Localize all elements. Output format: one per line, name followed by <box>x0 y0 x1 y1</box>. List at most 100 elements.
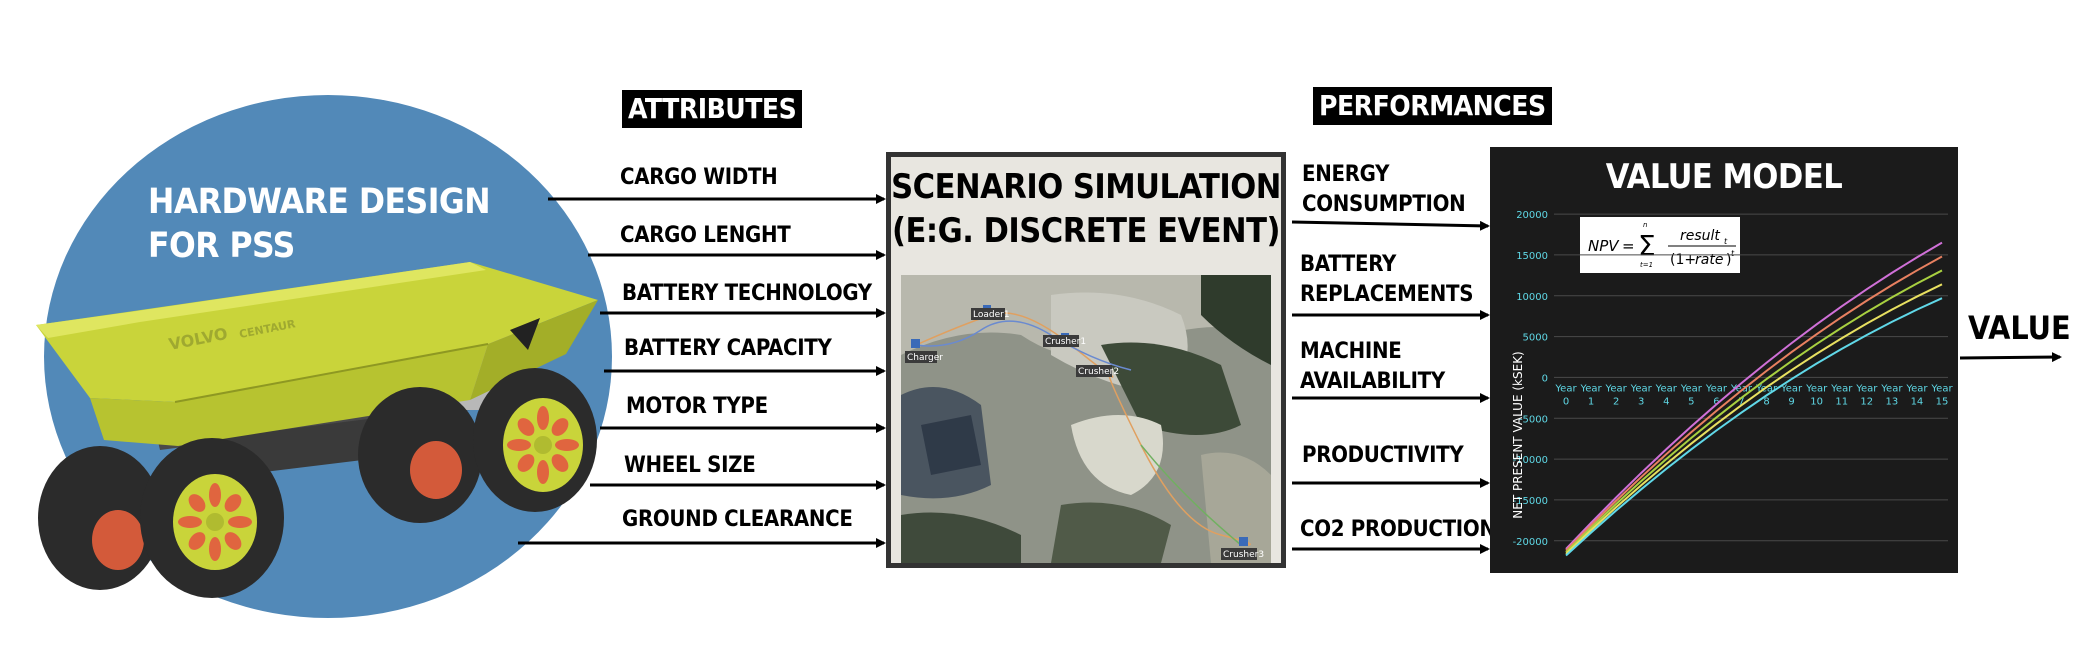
attribute-label-battery-capacity: BATTERY CAPACITY <box>624 336 832 361</box>
simulation-title-line1: SCENARIO SIMULATION <box>891 167 1281 207</box>
svg-text:n: n <box>1643 221 1647 229</box>
chart-x-tick-label: 2 <box>1613 396 1619 407</box>
value-model-panel: VALUE MODEL NPV = Σ n t=1 result t (1+ r… <box>1490 147 1958 573</box>
chart-x-tick-prefix: Year <box>1705 383 1728 394</box>
map-label-crusher1: Crusher1 <box>1045 337 1086 347</box>
chart-series-line-3 <box>1565 269 1943 553</box>
chart-x-tick-prefix: Year <box>1554 383 1577 394</box>
map-label-crusher3: Crusher3 <box>1223 550 1264 560</box>
chart-x-tick-prefix: Year <box>1579 383 1602 394</box>
simulation-title-line2: (E:G. DISCRETE EVENT) <box>891 211 1281 251</box>
performance-battery-line2: REPLACEMENTS <box>1300 282 1474 307</box>
chart-x-tick-prefix: Year <box>1780 383 1803 394</box>
chart-x-tick-label: 12 <box>1860 396 1873 407</box>
svg-text:): ) <box>1726 252 1731 268</box>
hardware-title-line2: FOR PSS <box>148 226 295 266</box>
chart-x-tick-label: 14 <box>1911 396 1924 407</box>
chart-x-tick-prefix: Year <box>1630 383 1653 394</box>
npv-formula: NPV = Σ n t=1 result t (1+ rate ) t <box>1580 217 1740 273</box>
svg-text:Σ: Σ <box>1638 229 1656 262</box>
map-label-crusher2: Crusher2 <box>1078 367 1119 377</box>
svg-text:t: t <box>1731 249 1735 258</box>
chart-y-tick-label: 0 <box>1542 373 1548 384</box>
svg-text:rate: rate <box>1695 252 1723 268</box>
chart-x-tick-prefix: Year <box>1730 383 1753 394</box>
chart-y-tick-label: 10000 <box>1516 292 1548 303</box>
chart-x-tick-label: 5 <box>1688 396 1694 407</box>
value-model-title: VALUE MODEL <box>1605 157 1843 197</box>
chart-x-tick-prefix: Year <box>1905 383 1928 394</box>
npv-line-chart: NPV = Σ n t=1 result t (1+ rate ) t 2000… <box>1511 210 1953 557</box>
svg-text:t: t <box>1724 237 1728 246</box>
chart-y-tick-label: -20000 <box>1513 537 1548 548</box>
attribute-label-wheel-size: WHEEL SIZE <box>624 453 756 478</box>
map-label-charger: Charger <box>907 353 943 363</box>
performance-energy-consumption: ENERGY CONSUMPTION <box>1302 160 1466 220</box>
arrow-value-output <box>1959 352 2062 363</box>
chart-x-tick-prefix: Year <box>1855 383 1878 394</box>
chart-x-tick-label: 8 <box>1763 396 1769 407</box>
chart-x-tick-label: 9 <box>1788 396 1794 407</box>
svg-text:t=1: t=1 <box>1640 261 1653 269</box>
chart-series-line-4 <box>1565 283 1943 555</box>
attributes-header: ATTRIBUTES <box>622 90 803 128</box>
chart-x-tick-label: 10 <box>1810 396 1823 407</box>
performance-productivity: PRODUCTIVITY <box>1302 443 1464 468</box>
chart-y-tick-label: -10000 <box>1513 455 1548 466</box>
map-label-loader1: Loader1 <box>973 310 1010 320</box>
scenario-simulation-panel: SCENARIO SIMULATION (E:G. DISCRETE EVENT… <box>886 152 1286 568</box>
chart-y-tick-label: -15000 <box>1513 496 1548 507</box>
svg-text:(1+: (1+ <box>1670 252 1696 268</box>
chart-y-tick-label: -5000 <box>1519 414 1548 425</box>
simulation-site-map: Loader1 Crusher1 Charger Crusher2 Crushe… <box>901 275 1271 563</box>
chart-x-tick-label: 1 <box>1588 396 1594 407</box>
performances-header: PERFORMANCES <box>1313 87 1552 125</box>
chart-x-tick-prefix: Year <box>1655 383 1678 394</box>
value-output-label: VALUE <box>1968 309 2071 347</box>
chart-x-tick-prefix: Year <box>1755 383 1778 394</box>
svg-text:=: = <box>1622 237 1635 255</box>
chart-x-tick-prefix: Year <box>1605 383 1628 394</box>
performance-machine-line1: MACHINE <box>1300 339 1402 364</box>
performance-energy-line2: CONSUMPTION <box>1302 192 1466 217</box>
chart-x-tick-prefix: Year <box>1830 383 1853 394</box>
chart-y-tick-label: 15000 <box>1516 251 1548 262</box>
performance-machine-availability: MACHINE AVAILABILITY <box>1300 337 1445 397</box>
svg-text:NPV: NPV <box>1588 237 1620 255</box>
chart-series-line-1 <box>1565 241 1943 550</box>
scenario-simulation-title: SCENARIO SIMULATION (E:G. DISCRETE EVENT… <box>891 165 1281 253</box>
chart-x-tick-label: 6 <box>1713 396 1719 407</box>
chart-y-tick-label: 5000 <box>1523 333 1548 344</box>
performance-machine-line2: AVAILABILITY <box>1300 369 1445 394</box>
performance-battery-replacements: BATTERY REPLACEMENTS <box>1300 250 1474 310</box>
performance-energy-line1: ENERGY <box>1302 162 1390 187</box>
attribute-label-cargo-width: CARGO WIDTH <box>620 165 778 190</box>
chart-x-tick-label: 11 <box>1835 396 1848 407</box>
chart-x-tick-prefix: Year <box>1880 383 1903 394</box>
chart-series-line-5 <box>1565 297 1943 557</box>
arrow-energy-consumption <box>1291 220 1490 231</box>
chart-y-axis-label: NET PRESENT VALUE (kSEK) <box>1511 351 1525 518</box>
hardware-title-line1: HARDWARE DESIGN <box>148 182 491 222</box>
attribute-label-cargo-length: CARGO LENGHT <box>620 223 791 248</box>
hardware-design-title: HARDWARE DESIGN FOR PSS <box>148 180 491 268</box>
chart-x-tick-prefix: Year <box>1805 383 1828 394</box>
chart-x-tick-label: 13 <box>1885 396 1898 407</box>
attribute-label-motor-type: MOTOR TYPE <box>626 394 768 419</box>
chart-x-tick-label: 4 <box>1663 396 1669 407</box>
performance-co2-production: CO2 PRODUCTION <box>1300 517 1496 542</box>
attribute-label-battery-technology: BATTERY TECHNOLOGY <box>622 281 872 306</box>
chart-x-tick-label: 3 <box>1638 396 1644 407</box>
chart-x-tick-label: 7 <box>1738 396 1744 407</box>
chart-x-tick-label: 0 <box>1563 396 1569 407</box>
performance-battery-line1: BATTERY <box>1300 252 1396 277</box>
svg-text:result: result <box>1680 228 1720 244</box>
chart-x-tick-prefix: Year <box>1930 383 1953 394</box>
chart-series-line-2 <box>1565 255 1943 552</box>
chart-x-tick-label: 15 <box>1936 396 1949 407</box>
chart-y-tick-label: 20000 <box>1516 210 1548 221</box>
chart-x-tick-prefix: Year <box>1680 383 1703 394</box>
attribute-label-ground-clearance: GROUND CLEARANCE <box>622 507 853 532</box>
